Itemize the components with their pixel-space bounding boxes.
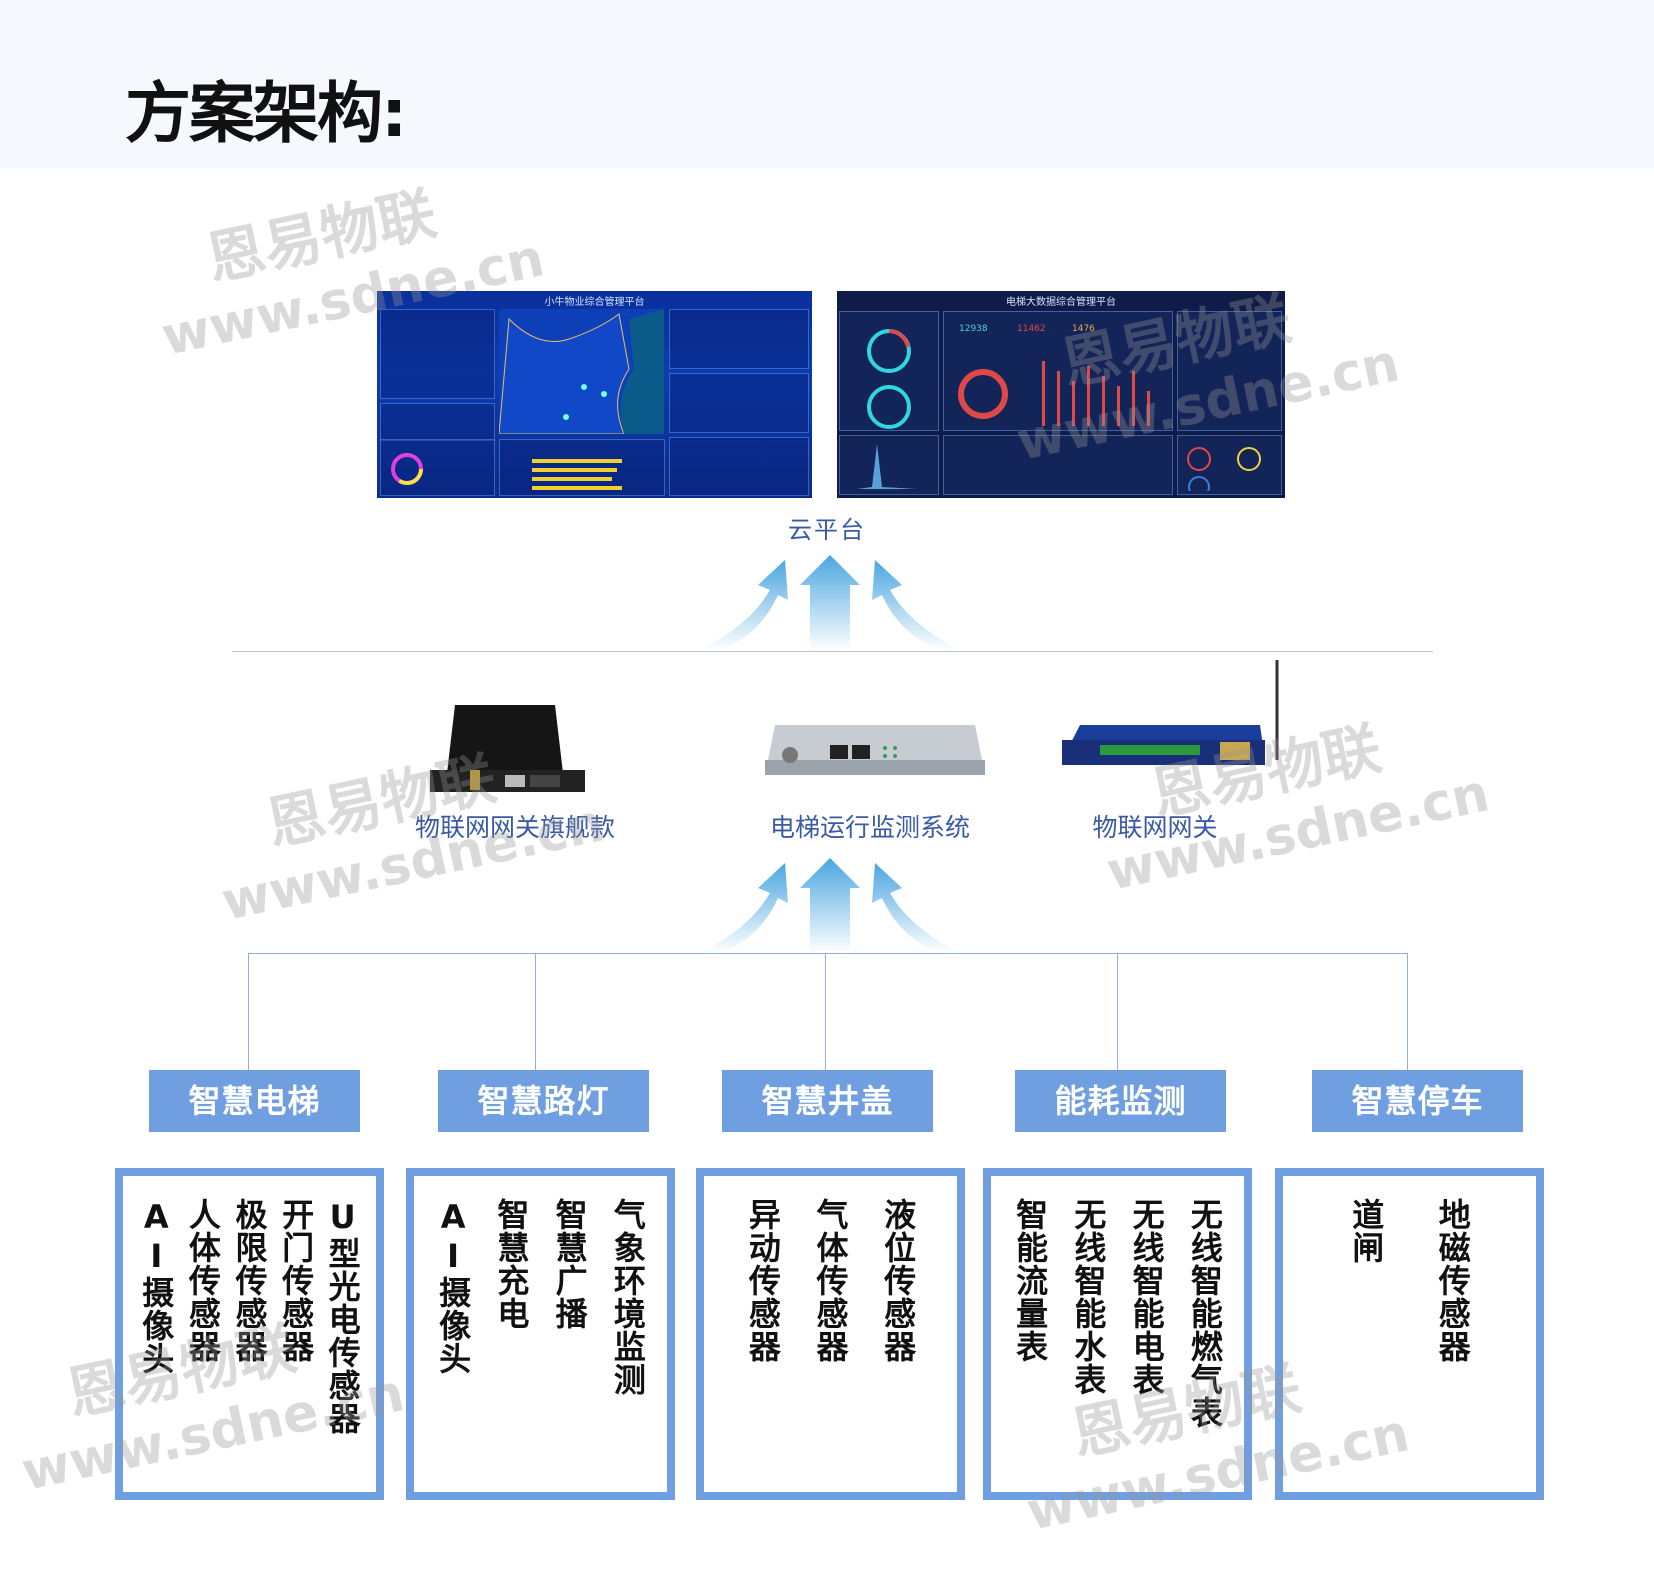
device-label: 电梯运行监测系统	[769, 813, 970, 842]
sensor-item: 智慧充电	[492, 1198, 531, 1330]
sensor-item: 开门传感器	[277, 1198, 316, 1363]
sensor-item: 地磁传感器	[1433, 1198, 1472, 1363]
ring-charts	[867, 329, 911, 429]
category-smart-parking: 智慧停车	[1312, 1070, 1523, 1132]
panel	[943, 435, 1173, 495]
sensor-item: AI摄像头	[137, 1198, 176, 1375]
sensor-item: 气体传感器	[811, 1198, 850, 1363]
header: 方案架构:	[0, 0, 1654, 168]
sensor-item: 气象环境监测	[608, 1198, 647, 1396]
sensor-item: 液位传感器	[879, 1198, 918, 1363]
dashboard-screenshot-elevator: 电梯大数据综合管理平台 12938 11462 1476	[837, 291, 1285, 498]
dashboard-title: 小牛物业综合管理平台	[544, 297, 645, 308]
category-smart-manhole: 智慧井盖	[722, 1070, 933, 1132]
sensor-item: 极限传感器	[230, 1198, 269, 1363]
panel	[839, 435, 939, 495]
device-label: 物联网网关	[1092, 813, 1218, 842]
tree-connector	[825, 953, 826, 1070]
category-smart-elevator: 智慧电梯	[149, 1070, 360, 1132]
sensor-item: 人体传感器	[183, 1198, 222, 1363]
panel	[380, 403, 495, 441]
panel	[669, 437, 809, 496]
upload-arrows-icon	[700, 858, 960, 953]
sensor-item: 智慧广播	[550, 1198, 589, 1330]
stat-value: 1476	[1072, 324, 1095, 334]
ring-charts	[1187, 447, 1261, 491]
tree-connector	[248, 953, 249, 1070]
dashboard-title: 电梯大数据综合管理平台	[1006, 297, 1116, 308]
panel	[380, 439, 495, 496]
divider	[232, 651, 1433, 652]
bar	[532, 477, 612, 481]
sensor-list-box: 智能流量表 无线智能水表 无线智能电表 无线智能燃气表	[983, 1168, 1252, 1500]
sensor-item: 道闸	[1347, 1198, 1386, 1264]
sensor-item: U型光电传感器	[323, 1198, 362, 1435]
tree-connector	[1407, 953, 1408, 1070]
ring-chart	[958, 369, 1008, 419]
sensor-list-box: AI摄像头 智慧充电 智慧广播 气象环境监测	[406, 1168, 675, 1500]
tree-connector	[535, 953, 536, 1070]
area-chart	[857, 444, 917, 489]
category-energy-monitoring: 能耗监测	[1015, 1070, 1226, 1132]
elevator-monitor-device-image	[765, 725, 985, 775]
donut-chart-icon	[391, 453, 423, 485]
map-image	[499, 309, 664, 434]
category-smart-streetlight: 智慧路灯	[438, 1070, 649, 1132]
sensor-list-box: 道闸 地磁传感器	[1275, 1168, 1544, 1500]
tree-connector	[248, 953, 1408, 954]
sensor-item: 无线智能电表	[1127, 1198, 1166, 1396]
bar	[532, 459, 622, 463]
sensor-list-box: AI摄像头 人体传感器 极限传感器 开门传感器 U型光电传感器	[115, 1168, 384, 1500]
iot-gateway-image	[1062, 660, 1279, 765]
stat-value: 11462	[1017, 324, 1046, 334]
page-title: 方案架构:	[125, 75, 407, 152]
stat-value: 12938	[959, 324, 988, 334]
panel	[669, 309, 809, 369]
sensor-item: 智能流量表	[1011, 1198, 1050, 1363]
sensor-list-box: 异动传感器 气体传感器 液位传感器	[696, 1168, 965, 1500]
dashboard-screenshot-property: 小牛物业综合管理平台	[377, 291, 812, 498]
iot-gateway-flagship-image	[430, 705, 585, 792]
bar-chart	[1042, 361, 1150, 426]
panel	[1177, 435, 1282, 495]
tree-connector	[1117, 953, 1118, 1070]
bar	[532, 468, 617, 472]
panel	[669, 373, 809, 433]
sensor-item: 无线智能燃气表	[1185, 1198, 1224, 1429]
sensor-item: 无线智能水表	[1069, 1198, 1108, 1396]
panel	[380, 309, 495, 399]
bar	[532, 486, 622, 490]
cloud-platform-label: 云平台	[788, 516, 866, 544]
sensor-item: 异动传感器	[743, 1198, 782, 1363]
upload-arrows-icon	[700, 555, 960, 650]
panel	[1177, 311, 1282, 431]
sensor-item: AI摄像头	[434, 1198, 473, 1375]
device-label: 物联网网关旗舰款	[414, 813, 615, 842]
